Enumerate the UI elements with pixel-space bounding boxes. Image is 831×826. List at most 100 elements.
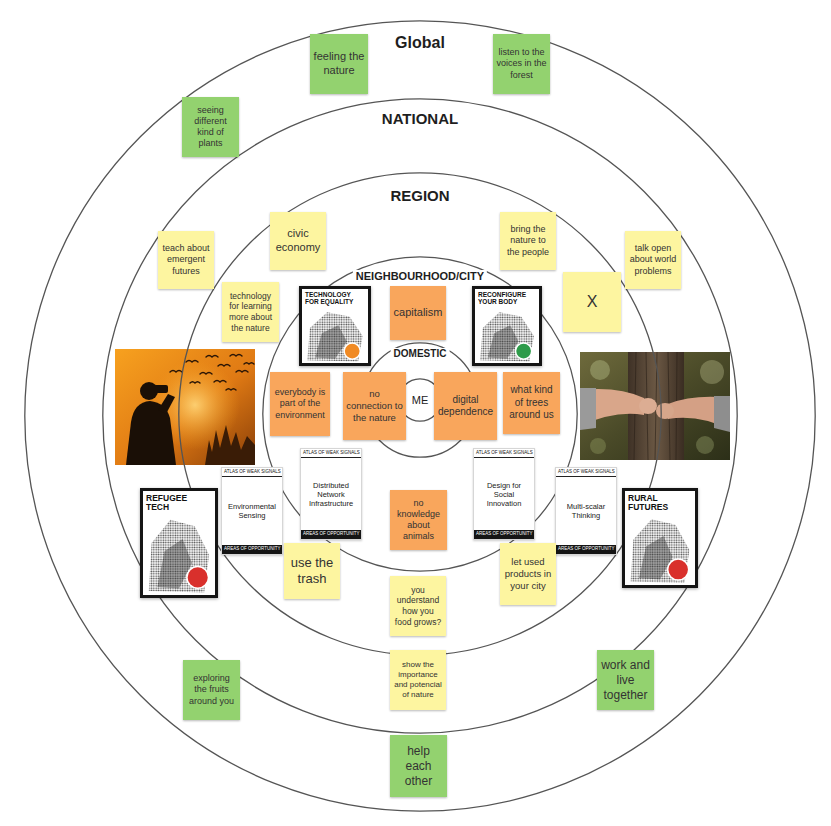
opportunity-card: ATLAS OF WEAK SIGNALS Design for Social I… [473, 448, 535, 540]
card-title: RECONFIGURE YOUR BODY [478, 292, 536, 306]
card-title: Multi-scalar Thinking [558, 502, 614, 520]
halftone-shape [307, 312, 362, 361]
sticky-note: no connection to the nature [343, 372, 406, 440]
card-footer: AREAS OF OPPORTUNITY [301, 530, 361, 539]
card-body: Design for Social Innovation [474, 458, 534, 530]
ring-circle [263, 257, 577, 571]
sticky-note: capitalism [390, 286, 446, 340]
card-illustration [475, 309, 539, 363]
note-text: X [566, 292, 618, 312]
note-text: civic economy [273, 227, 323, 255]
card-footer: AREAS OF OPPORTUNITY [474, 530, 534, 539]
card-title: Design for Social Innovation [476, 481, 532, 508]
sticky-note: you understand how you food grows? [390, 576, 446, 636]
card-title: REFUGEE TECH [146, 494, 212, 512]
halftone-shape [480, 312, 534, 361]
scale-ring: REGION NEIGHBOURHOOD/CITY DOMESTIC ME no con… [178, 172, 662, 656]
note-text: what kind of trees around us [506, 384, 557, 422]
signal-dot [344, 343, 360, 359]
sticky-note: what kind of trees around us [503, 372, 560, 434]
card-header: ATLAS OF WEAK SIGNALS [301, 449, 361, 458]
scale-ring: NATIONAL REGION NEIGHBOURHOOD/CITY DOMESTIC… [102, 98, 738, 734]
card-illustration [143, 515, 215, 595]
tree-hug-photo [580, 352, 730, 460]
ring-label: NATIONAL [379, 110, 461, 127]
scale-ring: GlobalNATIONAL REGION NEIGHBOURHOOD/CITY DO… [24, 20, 816, 812]
card-title: TECHNOLOGY FOR EQUALITY [305, 292, 365, 306]
ring-circle [25, 21, 815, 811]
card-title: Distributed Network Infrastructure [303, 481, 359, 508]
signal-dot [668, 559, 689, 580]
card-title: Environmental Sensing [224, 502, 280, 520]
sticky-note: work and live together [597, 650, 654, 710]
note-text: exploring the fruits around you [186, 673, 237, 707]
signal-card: TECHNOLOGY FOR EQUALITY [299, 286, 371, 366]
halftone-shape [631, 519, 690, 583]
ring-label: Global [392, 34, 448, 52]
note-text: let used products in your city [503, 556, 553, 592]
sticky-note: listen to the voices in the forest [493, 34, 550, 94]
note-text: work and live together [600, 658, 651, 703]
sticky-note: feeling the nature [310, 34, 368, 94]
sticky-note: let used products in your city [500, 543, 556, 605]
opportunity-card: ATLAS OF WEAK SIGNALS Environmental Sensi… [221, 467, 283, 555]
card-footer: AREAS OF OPPORTUNITY [556, 545, 616, 554]
sticky-note: seeing different kind of plants [182, 97, 239, 157]
sticky-note: talk open about world problems [625, 231, 681, 289]
card-header: ATLAS OF WEAK SIGNALS [222, 468, 282, 477]
note-text: seeing different kind of plants [185, 105, 236, 150]
note-text: teach about emergent futures [161, 243, 211, 277]
card-header: ATLAS OF WEAK SIGNALS [474, 449, 534, 458]
card-body: Multi-scalar Thinking [556, 477, 616, 545]
sticky-note: technology for learning more about the n… [222, 282, 279, 342]
card-header: ATLAS OF WEAK SIGNALS [556, 468, 616, 477]
sticky-note: civic economy [270, 212, 326, 270]
sticky-note: help each other [390, 735, 447, 797]
sticky-note: teach about emergent futures [158, 231, 214, 289]
card-illustration [625, 515, 695, 585]
signal-dot [516, 343, 532, 359]
opportunity-card: ATLAS OF WEAK SIGNALS Distributed Network… [300, 448, 362, 540]
opportunity-card: ATLAS OF WEAK SIGNALS Multi-scalar Thinki… [555, 467, 617, 555]
card-title: RURAL FUTURES [628, 494, 692, 512]
sticky-note: everybody is part of the environment [270, 372, 330, 436]
ring-circle [103, 99, 737, 733]
sticky-note: digital dependence [434, 372, 497, 440]
sticky-note: X [563, 272, 621, 332]
sticky-note: exploring the fruits around you [183, 660, 240, 720]
note-text: everybody is part of the environment [273, 387, 327, 421]
signal-card: RURAL FUTURES [622, 488, 698, 588]
note-text: no knowledge about animals [393, 498, 444, 543]
shadow-shape [315, 325, 347, 359]
ring-label: REGION [387, 187, 452, 204]
note-text: feeling the nature [313, 50, 365, 78]
note-text: no connection to the nature [346, 388, 403, 424]
signal-dot [187, 567, 209, 589]
card-body: Distributed Network Infrastructure [301, 458, 361, 530]
halftone-shape [149, 520, 209, 593]
note-text: talk open about world problems [628, 243, 678, 277]
signal-card: RECONFIGURE YOUR BODY [472, 286, 542, 366]
ring-label: DOMESTIC [391, 348, 450, 360]
ring-label: NEIGHBOURHOOD/CITY [353, 270, 487, 283]
note-text: help each other [393, 744, 444, 789]
note-text: technology for learning more about the n… [225, 291, 276, 334]
sticky-note: use the trash [284, 543, 340, 599]
ring-label: ME [409, 394, 432, 407]
card-footer: AREAS OF OPPORTUNITY [222, 545, 282, 554]
card-illustration [302, 309, 368, 363]
scale-ring: NEIGHBOURHOOD/CITY DOMESTIC ME no connectio… [262, 256, 578, 572]
scale-ring: DOMESTICMEno connection to the naturedig… [362, 342, 478, 458]
note-text: you understand how you food grows? [393, 585, 443, 628]
note-text: listen to the voices in the forest [496, 47, 547, 81]
shadow-shape [488, 325, 519, 359]
sticky-note: no knowledge about animals [390, 490, 447, 550]
signal-card: REFUGEE TECH [140, 488, 218, 598]
note-text: use the trash [287, 555, 337, 588]
note-text: bring the nature to the people [503, 224, 553, 258]
sticky-note: show the importance and potencial of nat… [390, 650, 446, 710]
card-body: Environmental Sensing [222, 477, 282, 545]
sticky-note: bring the nature to the people [500, 212, 556, 270]
birdwatcher-photo [115, 349, 255, 465]
